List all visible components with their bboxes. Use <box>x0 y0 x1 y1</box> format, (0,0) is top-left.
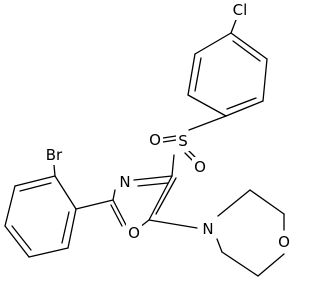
atom-n-morpholine: N <box>202 220 213 238</box>
bond-lines <box>4 19 285 277</box>
o-sulfonyl-right-label-bg <box>192 157 208 177</box>
atom-br: Br <box>46 146 63 164</box>
cl-label-bg <box>229 0 251 20</box>
atom-s: S <box>178 132 188 150</box>
o-oxazole-label-bg <box>126 223 142 243</box>
molecule-structure: Cl S O O N O Br N O <box>4 0 292 277</box>
o-morpholine-label-bg <box>276 232 292 252</box>
br-label-bg <box>42 145 66 165</box>
s-label-bg <box>176 131 190 151</box>
n-morpholine-label-bg <box>200 219 216 239</box>
atom-o-morpholine: O <box>278 233 290 251</box>
o-sulfonyl-left-label-bg <box>147 130 163 150</box>
atom-labels: Cl S O O N O Br N O <box>42 0 292 252</box>
atom-o-sulfonyl-left: O <box>149 131 161 149</box>
atom-o-oxazole: O <box>128 224 140 242</box>
atom-o-sulfonyl-right: O <box>194 158 206 176</box>
atom-cl: Cl <box>233 1 248 19</box>
atom-n-oxazole: N <box>119 173 130 191</box>
n-oxazole-label-bg <box>117 172 133 192</box>
